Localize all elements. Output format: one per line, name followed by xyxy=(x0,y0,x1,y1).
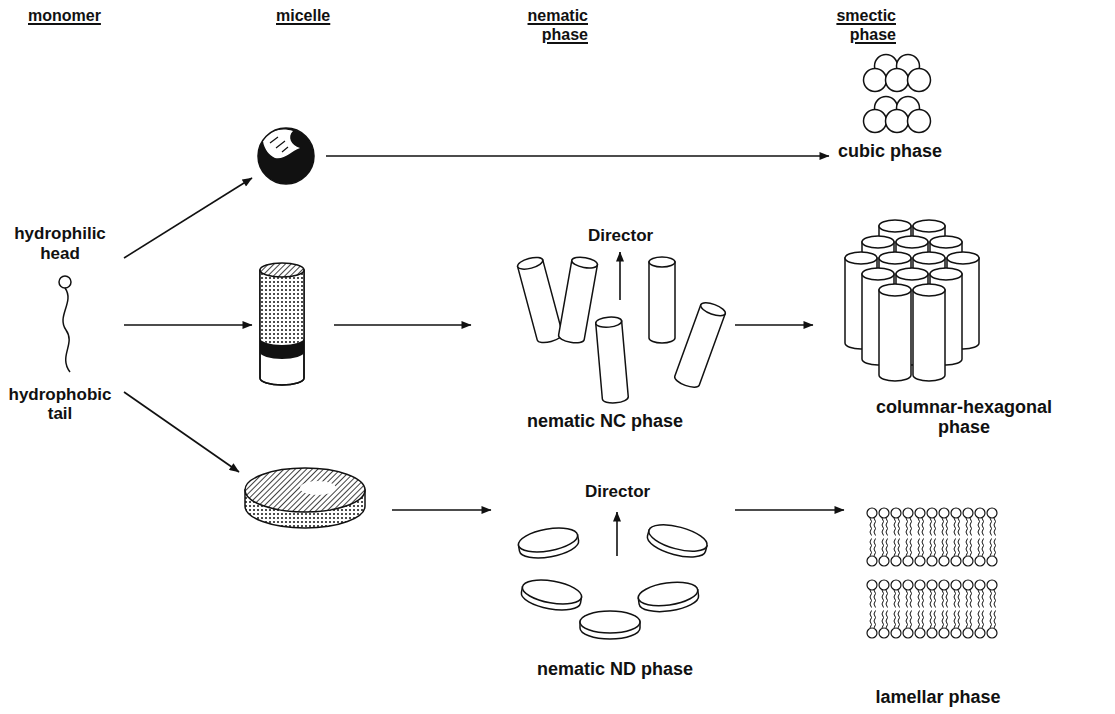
spherical-micelle xyxy=(256,126,316,186)
rod-micelle-drawing xyxy=(260,263,304,385)
lamellar-bilayers-drawing xyxy=(866,505,998,641)
columnar-phase-figure: columnar-hexagonal phase xyxy=(815,212,1113,438)
column-header: nematic phase xyxy=(512,6,588,44)
disc-micelle-drawing xyxy=(245,468,365,528)
arrow-connector xyxy=(392,509,491,511)
phase-label: lamellar phase xyxy=(875,687,1000,708)
arrow-connector xyxy=(124,324,252,326)
phase-label: cubic phase xyxy=(838,141,942,162)
header-slot: nematic phase xyxy=(512,6,588,44)
phase-label: nematic ND phase xyxy=(537,659,693,680)
arrow-connector xyxy=(735,324,813,326)
phase-label: nematic NC phase xyxy=(527,411,683,432)
nematic-discs-drawing xyxy=(517,512,710,639)
arrow-connector xyxy=(334,324,471,326)
arrow-connector xyxy=(326,155,829,157)
monomer-part-label: hydrophobic tail xyxy=(4,385,116,424)
spherical-micelle-drawing xyxy=(258,128,314,184)
column-header: micelle xyxy=(276,6,330,25)
arrow-connector xyxy=(124,178,252,258)
cubic-phase-figure: cubic phase xyxy=(835,52,945,162)
monomer-part-label: hydrophilic head xyxy=(4,224,116,263)
arrow-connector xyxy=(735,509,844,511)
header-slot: monomer xyxy=(28,6,101,25)
phase-label: columnar-hexagonal phase xyxy=(869,397,1059,438)
director-label: Director xyxy=(588,226,653,246)
header-slot: smectic phase xyxy=(820,6,896,44)
columnar-hexagonal-drawing xyxy=(845,220,979,381)
cubic-phase-drawing xyxy=(864,55,931,133)
column-header: smectic phase xyxy=(820,6,896,44)
lamellar-phase-figure: lamellar phase xyxy=(848,497,1028,708)
arrow-connector xyxy=(124,392,239,472)
director-label: Director xyxy=(585,482,650,502)
disc-micelle xyxy=(243,462,367,532)
monomer-figure: hydrophilic head hydrophobic tail xyxy=(2,224,118,424)
nematic-rods-drawing xyxy=(516,252,727,404)
nematic-nc-figure: Director nematic NC phase xyxy=(485,226,725,432)
header-slot: micelle xyxy=(276,6,330,25)
rod-micelle xyxy=(258,262,306,386)
nematic-nd-figure: Director nematic ND phase xyxy=(505,482,725,680)
monomer-molecule xyxy=(59,276,71,372)
column-header: monomer xyxy=(28,6,101,25)
